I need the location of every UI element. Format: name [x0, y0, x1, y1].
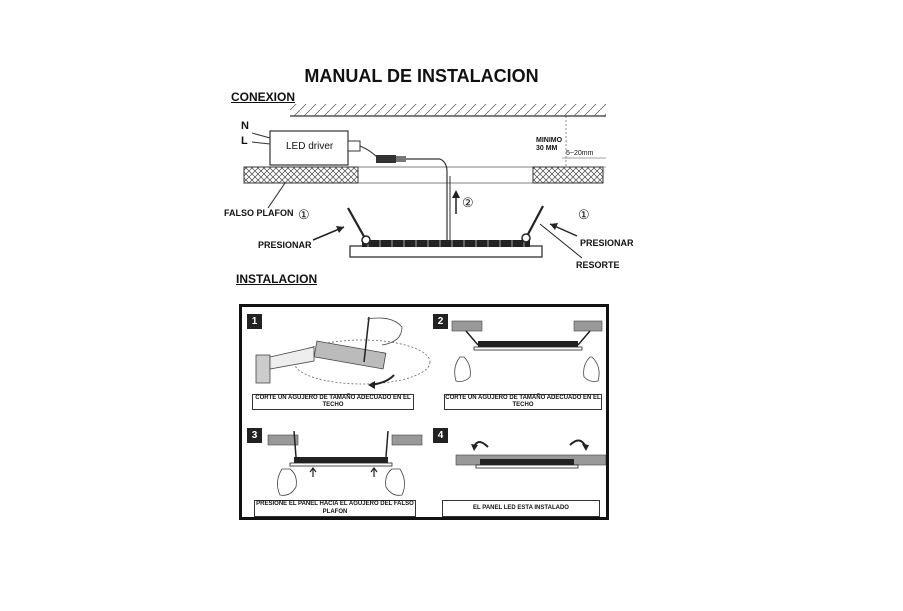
line-label: L — [241, 135, 248, 147]
driver-label: LED driver — [286, 141, 334, 152]
led-driver — [251, 130, 451, 250]
instructions-panel — [239, 304, 609, 520]
step-4-art — [455, 439, 606, 469]
step-2-number: 2 — [433, 314, 448, 329]
resorte-label: RESORTE — [576, 260, 620, 270]
step-1-art — [255, 316, 431, 389]
marker-1-left: ① — [298, 207, 310, 222]
conexion-heading: CONEXION — [231, 90, 296, 104]
falso-plafon-label: FALSO PLAFON — [224, 208, 294, 218]
instalacion-heading: INSTALACION — [236, 272, 318, 286]
minimo-value: 30 MM — [536, 145, 558, 152]
step-4-caption: EL PANEL LED ESTA INSTALADO — [442, 500, 600, 517]
step-3-art — [267, 430, 423, 496]
presionar-right-label: PRESIONAR — [580, 238, 634, 248]
step-1-number: 1 — [247, 314, 262, 329]
false-ceiling — [243, 166, 604, 184]
led-panel — [349, 240, 543, 258]
neutral-label: N — [241, 120, 249, 132]
page-title: MANUAL DE INSTALACION — [304, 66, 539, 86]
marker-2: ② — [462, 195, 474, 210]
connection-diagram — [243, 104, 606, 259]
marker-1-right: ① — [578, 207, 590, 222]
installation-steps-art — [255, 316, 606, 496]
up-arrow — [452, 190, 460, 214]
presionar-left-label: PRESIONAR — [258, 240, 312, 250]
step-2-art — [451, 320, 603, 382]
step-3-number: 3 — [247, 428, 262, 443]
left-spring — [347, 207, 371, 245]
step-2-caption: CORTE UN AGUJERO DE TAMAÑO ADECUADO EN E… — [444, 394, 602, 410]
minimo-label: MINIMO — [536, 137, 563, 144]
ceiling — [290, 104, 606, 117]
gap-label: 5~20mm — [566, 150, 594, 157]
step-4-number: 4 — [433, 428, 448, 443]
right-spring — [521, 205, 544, 243]
step-3-caption: PRESIONE EL PANEL HACIA EL AGUJERO DEL F… — [254, 500, 416, 517]
step-1-caption: CORTE UN AGUJERO DE TAMAÑO ADECUADO EN E… — [252, 394, 414, 410]
